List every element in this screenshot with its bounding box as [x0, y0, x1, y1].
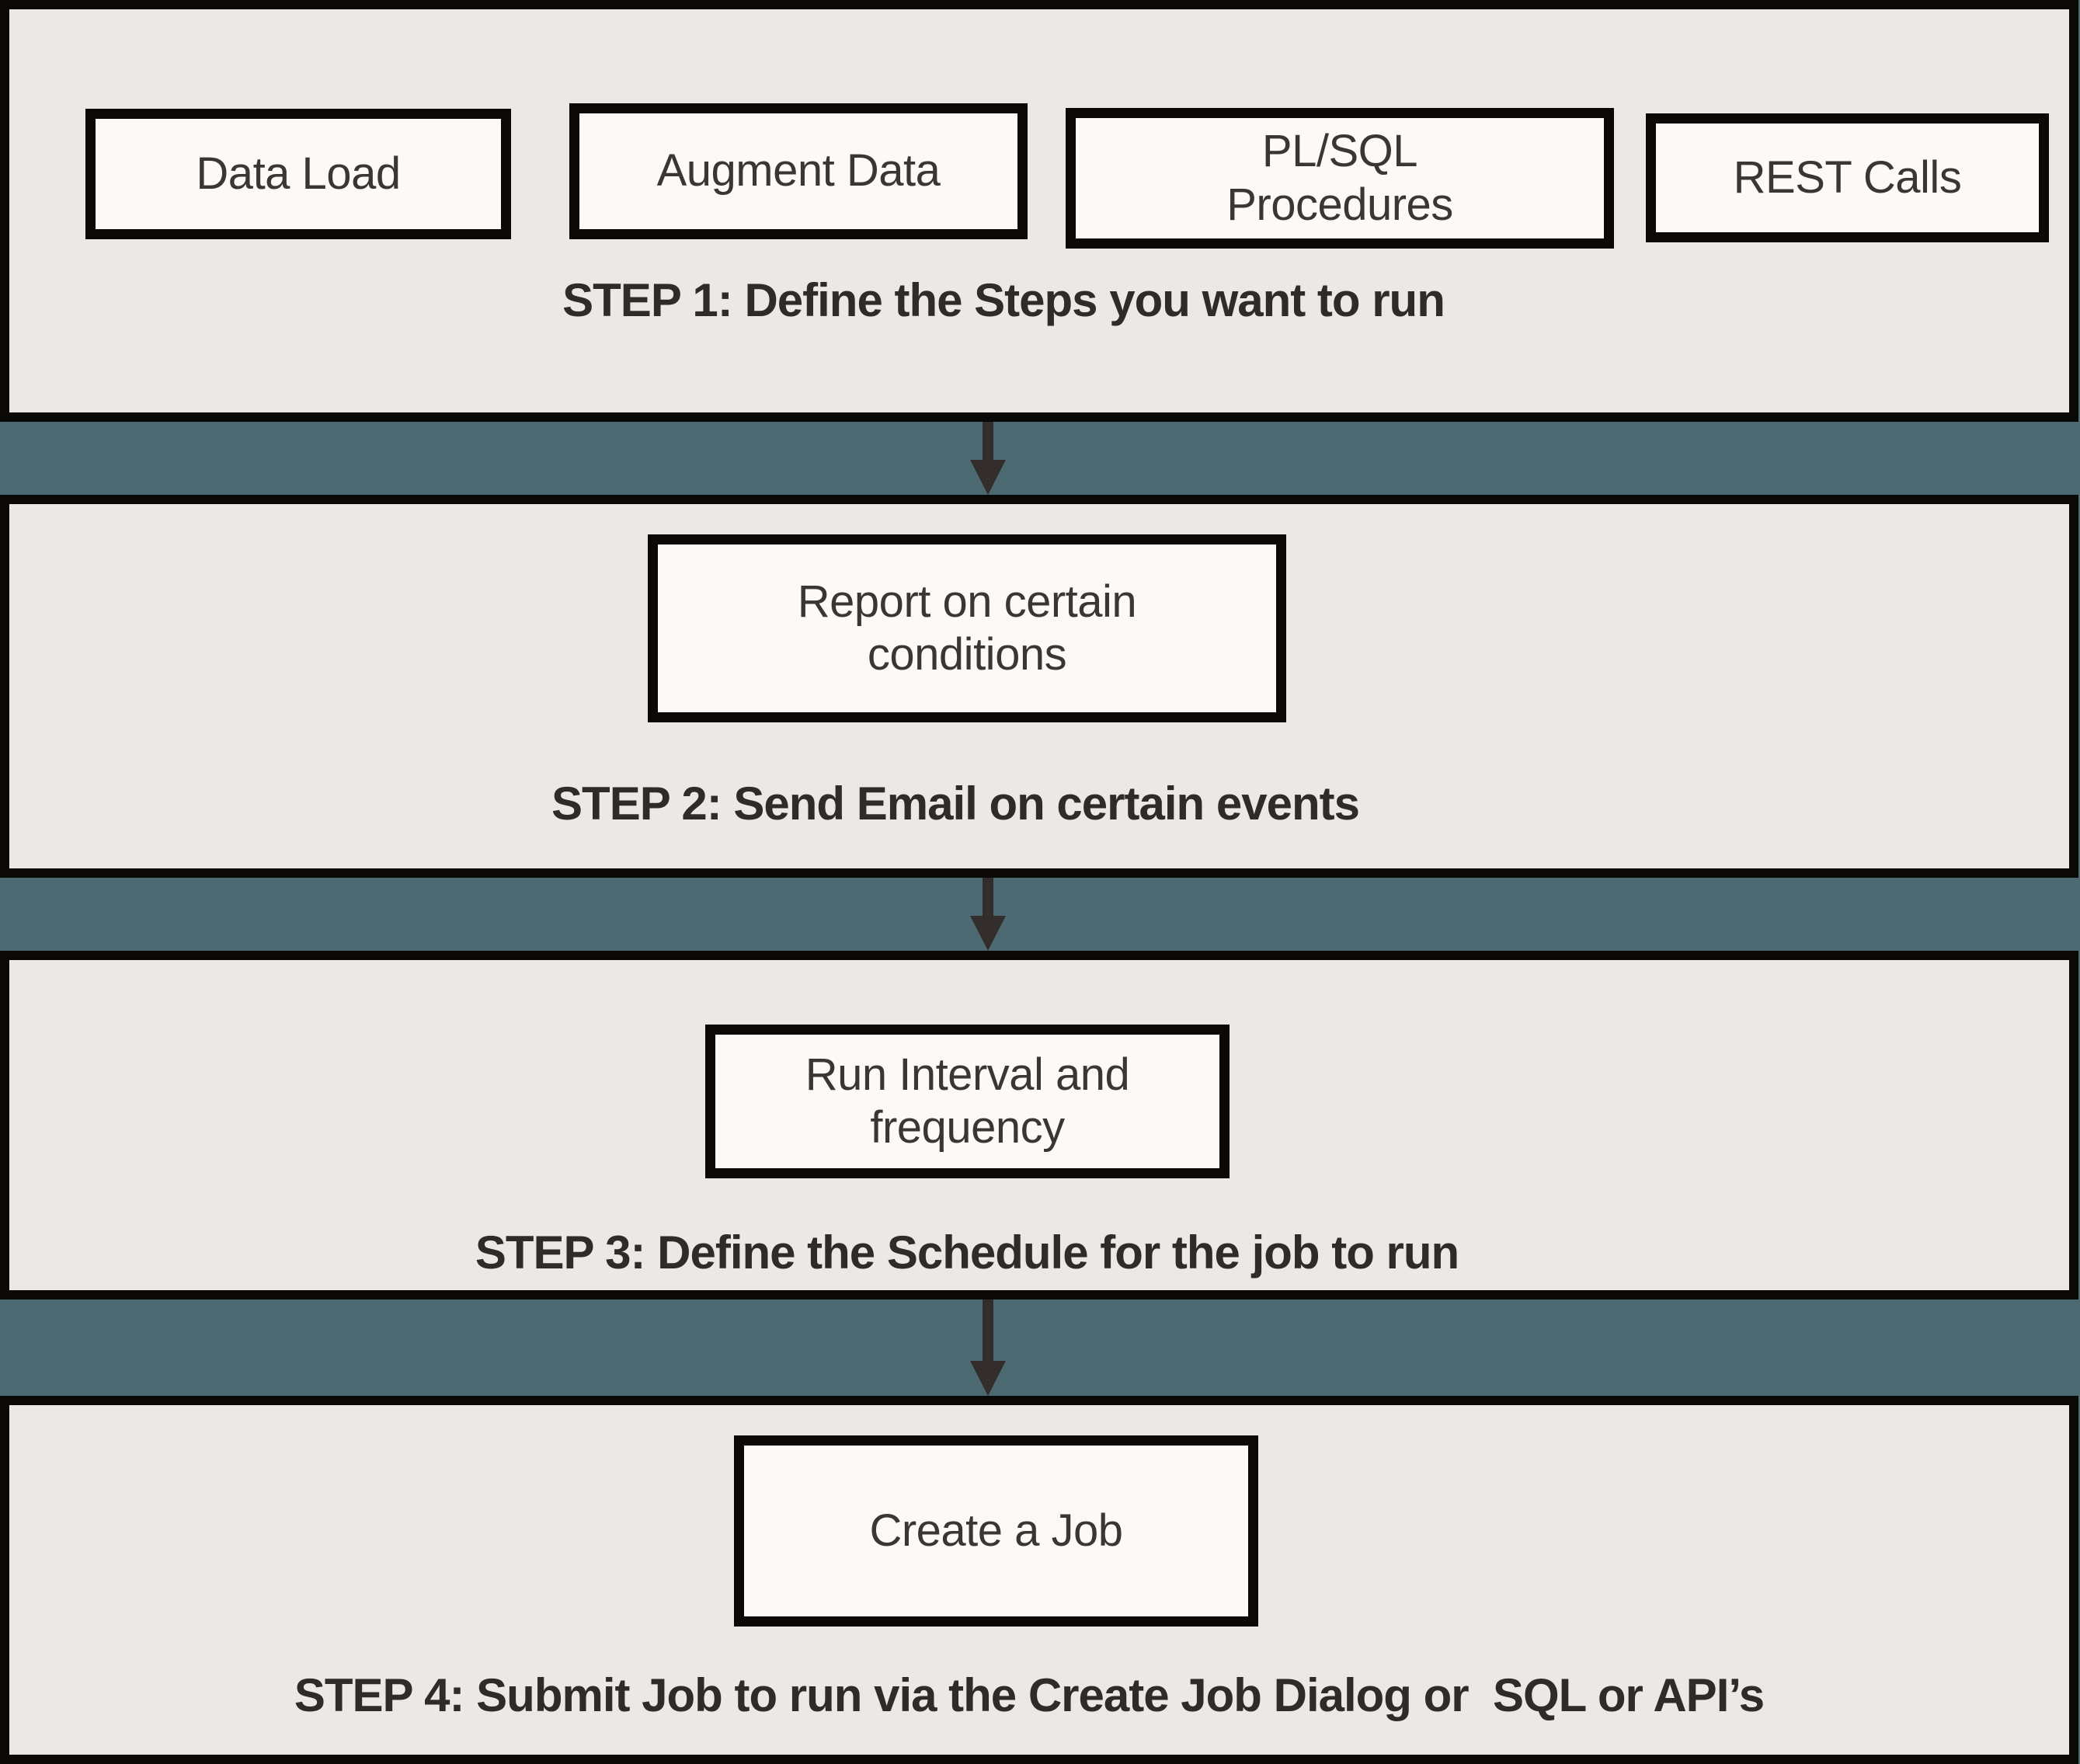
augment-data-label: Augment Data: [656, 145, 941, 197]
step1-caption: STEP 1: Define the Steps you want to run: [562, 274, 1445, 326]
rest-calls-label: REST Calls: [1733, 151, 1962, 203]
run-interval-box: Run Interval and frequency: [705, 1025, 1230, 1178]
arrow-down-icon: [970, 878, 1006, 951]
arrow-down-icon: [970, 422, 1006, 495]
create-job-box: Create a Job: [734, 1435, 1258, 1627]
step2-caption: STEP 2: Send Email on certain events: [551, 778, 1360, 830]
rest-calls-box: REST Calls: [1646, 113, 2049, 242]
step3-caption: STEP 3: Define the Schedule for the job …: [475, 1226, 1459, 1279]
run-interval-label: Run Interval and frequency: [805, 1049, 1130, 1153]
report-conditions-box: Report on certain conditions: [648, 534, 1286, 722]
report-conditions-label: Report on certain conditions: [797, 576, 1137, 680]
plsql-procedures-label: PL/SQL Procedures: [1226, 126, 1453, 230]
data-load-label: Data Load: [196, 148, 401, 199]
arrow-down-icon: [970, 1300, 1006, 1396]
create-job-label: Create a Job: [869, 1505, 1123, 1556]
plsql-procedures-box: PL/SQL Procedures: [1066, 108, 1614, 249]
augment-data-box: Augment Data: [569, 103, 1028, 239]
data-load-box: Data Load: [85, 109, 511, 239]
step4-caption: STEP 4: Submit Job to run via the Create…: [294, 1669, 1765, 1721]
